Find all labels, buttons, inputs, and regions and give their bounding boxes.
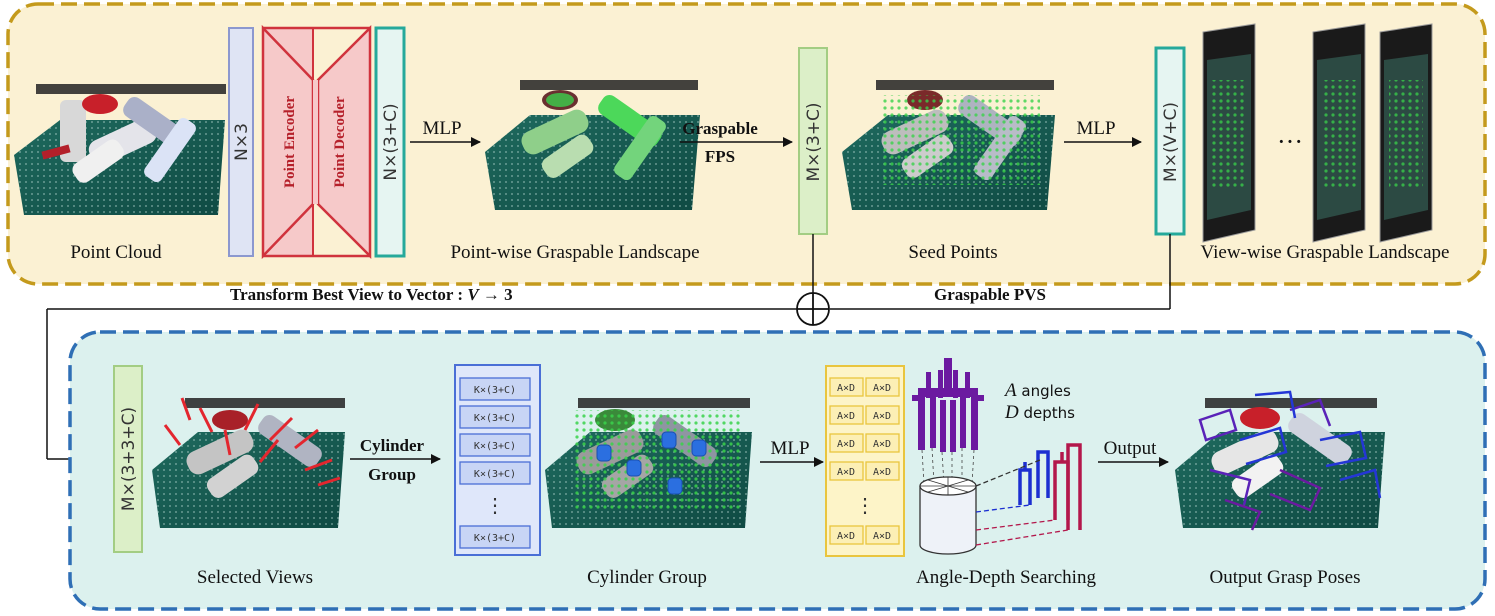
input-dim-box: [228, 27, 254, 257]
output-arrow-label: Output: [1104, 438, 1158, 459]
view-dim-label: M×(V+C): [1161, 102, 1181, 182]
seed-points-label: Seed Points: [908, 242, 997, 263]
ad-cell-last-b: A×D: [873, 531, 891, 542]
feature-dim-box: [374, 26, 406, 258]
ad-cell-4a: A×D: [837, 467, 855, 478]
seed-dim-box: [798, 47, 828, 235]
output-poses-label: Output Grasp Poses: [1210, 567, 1361, 588]
mlp-label-1: MLP: [422, 118, 461, 139]
selected-dim-box: [113, 365, 143, 553]
transform-label: Transform Best View to Vector : V → 3: [230, 285, 513, 304]
k-row-last: K×(3+C): [474, 533, 516, 544]
seed-points-image: [842, 80, 1055, 210]
ad-cell-2a: A×D: [837, 411, 855, 422]
k-vdots: ⋮: [485, 495, 505, 517]
ad-cell-1a: A×D: [837, 383, 855, 394]
fps-label-line1: Graspable: [682, 119, 758, 138]
k-row-4: K×(3+C): [474, 469, 516, 480]
ad-vdots: ⋮: [855, 495, 875, 517]
k-row-3: K×(3+C): [474, 441, 516, 452]
seed-dim-label: M×(3+C): [804, 102, 824, 181]
k-row-1: K×(3+C): [474, 385, 516, 396]
ad-cell-3a: A×D: [837, 439, 855, 450]
k-stack-rows: [459, 377, 531, 549]
cylinder-group-label: Cylinder Group: [587, 567, 707, 588]
mlp-label-2: MLP: [1076, 118, 1115, 139]
cylinder-group-line2: Group: [368, 465, 416, 484]
depth-dashed-links: [975, 459, 1069, 546]
decoder-label: Point Decoder: [332, 96, 348, 188]
ad-cell-4b: A×D: [873, 467, 891, 478]
output-poses-image: [1175, 390, 1385, 531]
view-landscape-label: View-wise Graspable Landscape: [1201, 242, 1450, 263]
concat-symbol: [796, 292, 830, 326]
encoder-label: Point Encoder: [282, 96, 298, 188]
ad-cell-last-a: A×D: [837, 531, 855, 542]
selected-views-label: Selected Views: [197, 567, 313, 588]
mlp-label-3: MLP: [770, 438, 809, 459]
selected-views-image: [152, 397, 345, 528]
search-label: Angle-Depth Searching: [916, 567, 1096, 588]
input-dim-label: N×3: [232, 123, 252, 161]
ad-cell-2b: A×D: [873, 411, 891, 422]
depths-label: D depths: [1004, 402, 1075, 423]
cylinder-group-image: [545, 398, 752, 528]
point-landscape-image: [485, 80, 700, 210]
selected-dim-label: M×(3+3+C): [119, 407, 139, 511]
feature-dim-label: N×(3+C): [381, 103, 401, 180]
depth-grippers: [1018, 443, 1082, 530]
cylinder-icon: [919, 476, 977, 555]
point-cloud-image: [14, 84, 226, 215]
view-landscape-cards: [1202, 23, 1433, 243]
cylinder-group-line1: Cylinder: [360, 436, 425, 455]
gripper-fan-icon: [912, 358, 984, 452]
ad-grid-cells: [829, 377, 900, 545]
view-ellipsis: ···: [1277, 127, 1303, 156]
point-cloud-label: Point Cloud: [70, 242, 162, 263]
angles-label: A angles: [1003, 380, 1071, 401]
ad-grid-container: [825, 365, 905, 557]
ad-cell-3b: A×D: [873, 439, 891, 450]
fps-label-line2: FPS: [705, 147, 735, 166]
k-row-2: K×(3+C): [474, 413, 516, 424]
view-dim-box: [1154, 46, 1186, 236]
pvs-label: Graspable PVS: [934, 285, 1046, 304]
point-landscape-label: Point-wise Graspable Landscape: [450, 242, 699, 263]
bottom-stage-panel: [68, 330, 1487, 611]
ad-cell-1b: A×D: [873, 383, 891, 394]
